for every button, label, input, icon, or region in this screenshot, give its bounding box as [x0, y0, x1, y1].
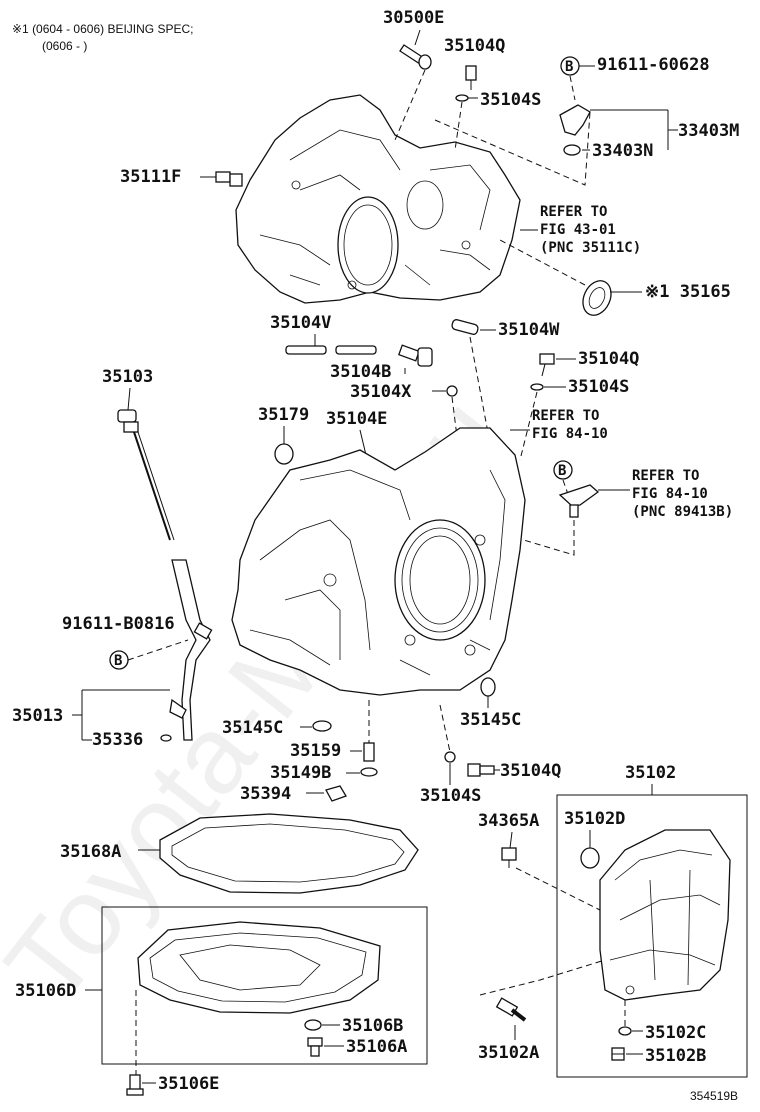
- note-line-2: (0606 - ): [42, 39, 87, 53]
- label-35102C: 35102C: [645, 1023, 706, 1043]
- label-35102A: 35102A: [478, 1043, 539, 1063]
- bolt-35106E: [126, 1074, 144, 1096]
- label-35102: 35102: [625, 763, 676, 783]
- callout-b-left-letter: B: [114, 653, 122, 669]
- oring-35104S-bottom: [444, 751, 456, 763]
- label-35394: 35394: [240, 784, 291, 804]
- label-35179: 35179: [258, 405, 309, 425]
- refer-89-line2: FIG 84-10: [632, 486, 708, 502]
- label-35149B: 35149B: [270, 763, 331, 783]
- plug-35102D: [580, 847, 600, 869]
- plug-35179: [274, 443, 294, 465]
- bolt-35102A: [495, 997, 527, 1022]
- plug-35111F: [215, 171, 243, 187]
- plug-35145C-right: [480, 677, 496, 697]
- refer-89-line1: REFER TO: [632, 468, 699, 484]
- callout-b-mid-letter: B: [558, 463, 566, 479]
- oring-35104X: [446, 385, 458, 397]
- label-35104V: 35104V: [270, 313, 331, 333]
- oring-35104S-mid: [530, 383, 544, 391]
- clip-35394: [325, 785, 347, 802]
- refer-84-line2: FIG 84-10: [532, 426, 608, 442]
- oring-35104S-top: [455, 94, 469, 102]
- bolt-35104Q-bottom: [467, 763, 495, 777]
- sensor-89413B: [558, 484, 600, 518]
- oil-pan-box: [101, 906, 428, 1065]
- speed-sensor-33403M: [559, 104, 591, 136]
- refer-43-line3: (PNC 35111C): [540, 240, 641, 256]
- label-35013: 35013: [12, 706, 63, 726]
- pins-35104V: [285, 345, 377, 355]
- label-35145C-left: 35145C: [222, 718, 283, 738]
- figure-id: 354519B: [690, 1089, 738, 1103]
- label-35104W: 35104W: [498, 320, 560, 340]
- label-91611-B0816: 91611-B0816: [62, 614, 175, 634]
- pin-35104W: [451, 319, 479, 335]
- callout-b-top-letter: B: [565, 59, 573, 75]
- clip-34365A: [501, 847, 517, 868]
- label-35104E: 35104E: [326, 409, 387, 429]
- label-35104X: 35104X: [350, 382, 412, 402]
- label-35145C-right: 35145C: [460, 710, 521, 730]
- label-35336: 35336: [92, 730, 143, 750]
- label-30500E: 30500E: [383, 8, 444, 28]
- transaxle-case-lower: [231, 427, 526, 696]
- pipe-35159: [363, 742, 375, 762]
- refer-84-line1: REFER TO: [532, 408, 599, 424]
- oring-35102C: [618, 1026, 632, 1036]
- label-35104Q-top: 35104Q: [444, 36, 505, 56]
- fitting-35104B: [397, 344, 433, 367]
- label-35165: ※1 35165: [645, 282, 731, 302]
- label-35168A: 35168A: [60, 842, 121, 862]
- label-35159: 35159: [290, 741, 341, 761]
- dipstick-35103: [117, 409, 175, 541]
- guide-tube-35013: [169, 559, 213, 741]
- housing-35102: [599, 829, 731, 1001]
- bolt-35102B: [611, 1047, 625, 1061]
- oil-pan-35106D: [137, 921, 381, 1014]
- label-35104S-mid: 35104S: [568, 377, 629, 397]
- refer-43-line1: REFER TO: [540, 204, 607, 220]
- label-35102B: 35102B: [645, 1046, 706, 1066]
- washer-35145C-left: [312, 720, 332, 732]
- oil-seal-35165: [582, 280, 612, 316]
- note-line-1: ※1 (0604 - 0606) BEIJING SPEC;: [12, 22, 193, 36]
- label-34365A: 34365A: [478, 811, 539, 831]
- label-35106A: 35106A: [346, 1037, 407, 1057]
- label-35104B: 35104B: [330, 362, 391, 382]
- callout-b-mid: [553, 460, 573, 480]
- oring-35336: [160, 734, 172, 742]
- bolt-35104Q-top: [465, 65, 477, 90]
- label-35104S-bottom: 35104S: [420, 786, 481, 806]
- housing-box-35102: [556, 794, 748, 1078]
- label-35106D: 35106D: [15, 981, 76, 1001]
- label-35104Q-mid: 35104Q: [578, 349, 639, 369]
- gasket-35106B: [304, 1019, 322, 1031]
- bolt-30500E: [399, 44, 432, 70]
- label-33403M: 33403M: [678, 121, 739, 141]
- label-33403N: 33403N: [592, 141, 653, 161]
- label-91611-60628: 91611-60628: [597, 55, 710, 75]
- refer-43-line2: FIG 43-01: [540, 222, 616, 238]
- label-35106B: 35106B: [342, 1016, 403, 1036]
- gasket-35149B: [360, 767, 378, 777]
- label-35103: 35103: [102, 367, 153, 387]
- transaxle-housing-upper: [235, 94, 521, 304]
- label-35106E: 35106E: [158, 1074, 219, 1094]
- refer-89-line3: (PNC 89413B): [632, 504, 733, 520]
- label-35104S-top: 35104S: [480, 90, 541, 110]
- oring-33403N: [563, 144, 581, 156]
- plug-35106A: [307, 1037, 323, 1057]
- label-35111F: 35111F: [120, 167, 181, 187]
- pan-gasket-35168A: [159, 813, 419, 894]
- label-35102D: 35102D: [564, 809, 625, 829]
- label-35104Q-bottom: 35104Q: [500, 761, 561, 781]
- bolt-35104Q-mid: [539, 353, 555, 377]
